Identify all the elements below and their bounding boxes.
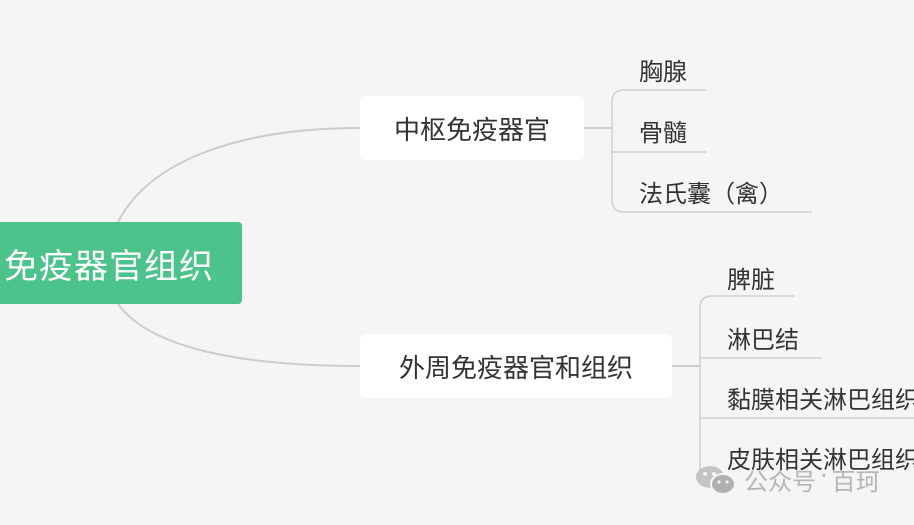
leaf-node-malt[interactable]: 黏膜相关淋巴组织 [727, 380, 914, 415]
leaf-node-salt[interactable]: 皮肤相关淋巴组织 [727, 440, 914, 475]
leaf-label: 骨髓 [639, 119, 687, 147]
branch-node-central[interactable]: 中枢免疫器官 [360, 96, 584, 160]
branch-1-bracket [611, 89, 625, 213]
leaf-node-spleen[interactable]: 脾脏 [727, 260, 775, 295]
leaf-node-bursa[interactable]: 法氏囊（禽） [639, 174, 783, 209]
root-node-label: 免疫器官组织 [4, 246, 214, 287]
branch-node-label: 外周免疫器官和组织 [398, 353, 633, 384]
watermark-prefix: 公众号 [744, 468, 816, 496]
watermark-name: 百珂 [831, 468, 880, 496]
leaf-node-thymus[interactable]: 胸腺 [639, 52, 687, 87]
leaf-node-bone-marrow[interactable]: 骨髓 [639, 113, 687, 148]
root-to-branch-2-curve [117, 303, 361, 367]
root-to-branch-1-curve [117, 127, 361, 223]
root-node[interactable]: 免疫器官组织 [0, 222, 242, 304]
branch-node-label: 中枢免疫器官 [393, 115, 550, 146]
branch-2-bracket [699, 295, 713, 470]
leaf-label: 脾脏 [727, 266, 775, 294]
leaf-label: 黏膜相关淋巴组织 [727, 386, 914, 414]
leaf-label: 胸腺 [639, 58, 687, 86]
branch-node-peripheral[interactable]: 外周免疫器官和组织 [360, 334, 672, 398]
leaf-label: 法氏囊（禽） [639, 180, 783, 208]
watermark-separator: · [820, 462, 828, 490]
watermark: 公众号 · 百珂 [694, 462, 880, 497]
leaf-label: 淋巴结 [727, 326, 799, 354]
wechat-icon [694, 463, 738, 497]
leaf-label: 皮肤相关淋巴组织 [727, 446, 914, 474]
leaf-node-lymph-node[interactable]: 淋巴结 [727, 320, 799, 355]
